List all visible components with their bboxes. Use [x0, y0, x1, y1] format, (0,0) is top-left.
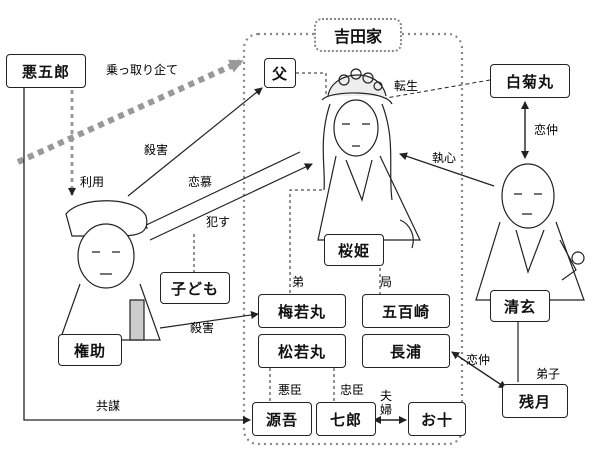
conspiracy-arrow [23, 88, 251, 424]
brother-label: 弟 [292, 275, 304, 289]
node-gengo[interactable]: 源吾 [252, 402, 312, 436]
kill-label-1: 殺害 [144, 142, 168, 157]
obsession-arrow [399, 152, 495, 187]
takeover-arrow [16, 59, 244, 165]
kill-father-arrow [127, 87, 263, 197]
node-ojuu[interactable]: お十 [408, 402, 466, 436]
node-nagaura[interactable]: 長浦 [362, 334, 450, 368]
brother-link [289, 189, 322, 294]
couple-label-1: 夫 [380, 389, 392, 403]
node-shiragiku[interactable]: 白菊丸 [490, 64, 570, 98]
lovers-label-2: 恋仲 [466, 352, 490, 367]
use-label: 利用 [80, 175, 104, 189]
violate-label: 犯す [206, 215, 230, 229]
node-zangetsu[interactable]: 残月 [502, 384, 568, 418]
love-label: 恋慕 [188, 174, 212, 189]
node-gonsuke[interactable]: 権助 [58, 334, 122, 366]
lovers-link-2 [451, 351, 507, 389]
gonsuke-figure [59, 200, 161, 341]
loyal-vassal-label: 忠臣 [340, 383, 364, 397]
rebirth-link [385, 79, 491, 99]
seigen-figure [475, 163, 585, 301]
violate-arrow [149, 163, 313, 241]
node-matsuwaka[interactable]: 松若丸 [258, 334, 346, 368]
father-link [296, 72, 327, 96]
node-akugoro[interactable]: 悪五郎 [6, 54, 86, 88]
node-kodomo[interactable]: 子ども [160, 272, 230, 304]
disciple-label: 弟子 [536, 367, 560, 381]
node-umewaka[interactable]: 梅若丸 [258, 294, 346, 328]
kill-umewaka-arrow [159, 311, 259, 329]
sakurahime-figure [317, 68, 421, 249]
yoshida-family-frame [242, 32, 464, 446]
kill-label-2: 殺害 [190, 320, 214, 335]
node-ioizaki[interactable]: 五百崎 [362, 294, 450, 328]
node-seigen[interactable]: 清玄 [490, 290, 550, 322]
love-arrow [139, 151, 301, 229]
lovers-label-1: 恋仲 [534, 122, 558, 137]
couple-label-2: 婦 [380, 402, 392, 417]
evil-vassal-label: 悪臣 [278, 383, 302, 397]
takeover-label: 乗っ取り企て [106, 62, 178, 77]
family-title: 吉田家 [314, 18, 402, 52]
node-father[interactable]: 父 [264, 58, 296, 88]
lady-label: 局 [380, 275, 392, 289]
rebirth-label: 転生 [394, 79, 418, 93]
node-shichiro[interactable]: 七郎 [316, 402, 376, 436]
conspiracy-label: 共謀 [96, 399, 120, 413]
node-sakurahime[interactable]: 桜姫 [324, 234, 384, 266]
obsession-label: 執心 [432, 151, 456, 165]
